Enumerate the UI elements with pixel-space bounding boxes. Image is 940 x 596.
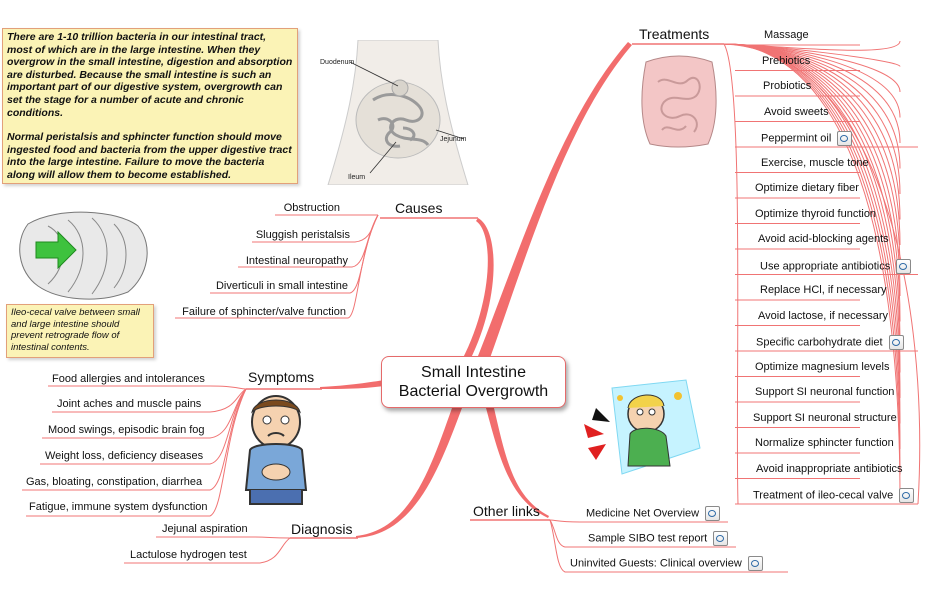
valve-note-text: Ileo-cecal valve between small and large… — [11, 307, 140, 353]
treatments-item[interactable]: Massage — [764, 29, 809, 41]
hyperlink-icon[interactable] — [747, 556, 763, 571]
connector-symptoms — [320, 380, 384, 389]
hyperlink-icon[interactable] — [896, 258, 912, 274]
treatments-item[interactable]: Normalize sphincter function — [755, 437, 894, 449]
intro-note-paragraph-2: Normal peristalsis and sphincter functio… — [7, 131, 292, 181]
treatments-item[interactable]: Treatment of ileo-cecal valve — [753, 488, 915, 503]
treatments-item[interactable]: Use appropriate antibiotics — [760, 258, 912, 274]
treatments-item[interactable]: Avoid inappropriate antibiotics — [756, 463, 903, 475]
intro-note: There are 1-10 trillion bacteria in our … — [2, 28, 298, 184]
treatments-item[interactable]: Probiotics — [763, 80, 811, 92]
other-links-item[interactable]: Uninvited Guests: Clinical overview — [570, 556, 763, 571]
other-links-item-label: Uninvited Guests: Clinical overview — [570, 557, 742, 570]
treatments-item-label: Optimize dietary fiber — [755, 182, 859, 194]
ileum-label: Ileum — [348, 174, 365, 181]
diagnosis-item[interactable]: Lactulose hydrogen test — [130, 549, 247, 561]
treatments-item[interactable]: Avoid acid-blocking agents — [758, 233, 889, 245]
treatments-item[interactable]: Peppermint oil — [761, 131, 853, 146]
hyperlink-icon[interactable] — [837, 131, 853, 146]
connector-treatments — [478, 42, 632, 358]
other-links-item[interactable]: Sample SIBO test report — [588, 531, 729, 546]
treatments-item-label: Exercise, muscle tone — [761, 156, 869, 169]
treatments-item-label: Avoid acid-blocking agents — [758, 233, 889, 245]
treatments-item[interactable]: Avoid sweets — [764, 106, 829, 118]
treatments-item[interactable]: Replace HCl, if necessary — [760, 284, 887, 296]
treatments-item[interactable]: Optimize thyroid function — [755, 208, 876, 220]
other-links-item-label: Sample SIBO test report — [588, 532, 708, 545]
intro-note-paragraph-1: There are 1-10 trillion bacteria in our … — [7, 31, 293, 119]
treatments-item-label: Avoid lactose, if necessary — [758, 309, 889, 322]
treatments-item-label: Optimize magnesium levels — [755, 360, 890, 373]
treatments-item[interactable]: Specific carbohydrate diet — [756, 335, 904, 350]
treatments-item[interactable]: Exercise, muscle tone — [761, 157, 869, 169]
symptoms-item[interactable]: Weight loss, deficiency diseases — [45, 450, 204, 462]
causes-item[interactable]: Failure of sphincter/valve function — [182, 306, 346, 318]
hyperlink-icon[interactable] — [713, 531, 729, 546]
symptoms-item[interactable]: Food allergies and intolerances — [52, 373, 205, 385]
causes-item[interactable]: Sluggish peristalsis — [255, 229, 350, 241]
symptoms-branch-label[interactable]: Symptoms — [248, 369, 315, 385]
other-links-item-label: Medicine Net Overview — [586, 507, 700, 520]
symptoms-item[interactable]: Gas, bloating, constipation, diarrhea — [26, 476, 203, 488]
abdomen-anatomy-illustration: Duodenum Jejunum Ileum — [320, 40, 469, 185]
hyperlink-icon[interactable] — [899, 488, 915, 503]
jejunum-label: Jejunum — [440, 136, 467, 143]
causes-item[interactable]: Diverticuli in small intestine — [215, 280, 348, 292]
connector-other-links — [486, 408, 549, 518]
treatments-item[interactable]: Optimize dietary fiber — [755, 182, 859, 194]
character-illustration — [584, 379, 701, 475]
treatments-item[interactable]: Optimize magnesium levels — [755, 361, 890, 373]
connector-diagnosis — [356, 408, 462, 538]
diagnosis-branch-label[interactable]: Diagnosis — [291, 521, 353, 537]
treatments-bracket — [723, 43, 739, 505]
causes-item[interactable]: Obstruction — [283, 202, 340, 214]
sick-person-illustration — [244, 395, 308, 505]
treatments-item-label: Specific carbohydrate diet — [756, 336, 883, 349]
central-topic-line-2: Bacterial Overgrowth — [398, 383, 549, 400]
hyperlink-icon[interactable] — [705, 506, 721, 521]
causes-branch-label[interactable]: Causes — [395, 200, 443, 216]
hyperlink-icon[interactable] — [888, 335, 904, 350]
duodenum-label: Duodenum — [320, 59, 354, 66]
treatments-item-label: Massage — [764, 29, 809, 41]
treatments-item[interactable]: Avoid lactose, if necessary — [758, 310, 888, 322]
treatments-item-label: Use appropriate antibiotics — [760, 259, 891, 272]
treatments-item-label: Probiotics — [763, 80, 812, 92]
treatments-branch-label[interactable]: Treatments — [639, 26, 710, 42]
treatments-item-label: Avoid sweets — [764, 105, 829, 118]
ileocecal-valve-illustration — [19, 211, 148, 300]
symptoms-item[interactable]: Fatigue, immune system dysfunction — [29, 501, 208, 513]
treatments-item-label: Avoid inappropriate antibiotics — [756, 462, 903, 475]
connector-causes — [462, 218, 494, 360]
treatments-bracket — [723, 43, 921, 505]
treatments-item[interactable]: Prebiotics — [762, 55, 810, 67]
symptoms-item[interactable]: Joint aches and muscle pains — [57, 398, 202, 410]
treatments-item-label: Treatment of ileo-cecal valve — [753, 489, 894, 502]
central-topic-line-1: Small Intestine — [421, 364, 526, 381]
treatments-item[interactable]: Support SI neuronal structure — [753, 412, 897, 424]
treatments-item-label: Support SI neuronal function — [755, 386, 895, 398]
valve-note: Ileo-cecal valve between small and large… — [6, 304, 154, 358]
treatments-item-label: Replace HCl, if necessary — [760, 284, 887, 296]
treatments-item-label: Support SI neuronal structure — [753, 411, 897, 424]
diagnosis-item[interactable]: Jejunal aspiration — [162, 523, 248, 535]
central-topic[interactable]: Small Intestine Bacterial Overgrowth — [381, 356, 566, 408]
intestines-illustration — [641, 55, 717, 148]
treatments-item-label: Peppermint oil — [761, 132, 832, 145]
treatments-item-label: Prebiotics — [762, 54, 811, 67]
symptoms-item[interactable]: Mood swings, episodic brain fog — [48, 424, 205, 436]
other-links-branch-label[interactable]: Other links — [473, 503, 540, 519]
treatments-item-label: Optimize thyroid function — [755, 207, 877, 220]
treatments-item-label: Normalize sphincter function — [755, 437, 894, 449]
treatments-item[interactable]: Support SI neuronal function — [755, 386, 894, 398]
other-links-item[interactable]: Medicine Net Overview — [586, 506, 721, 521]
causes-item[interactable]: Intestinal neuropathy — [245, 255, 348, 267]
